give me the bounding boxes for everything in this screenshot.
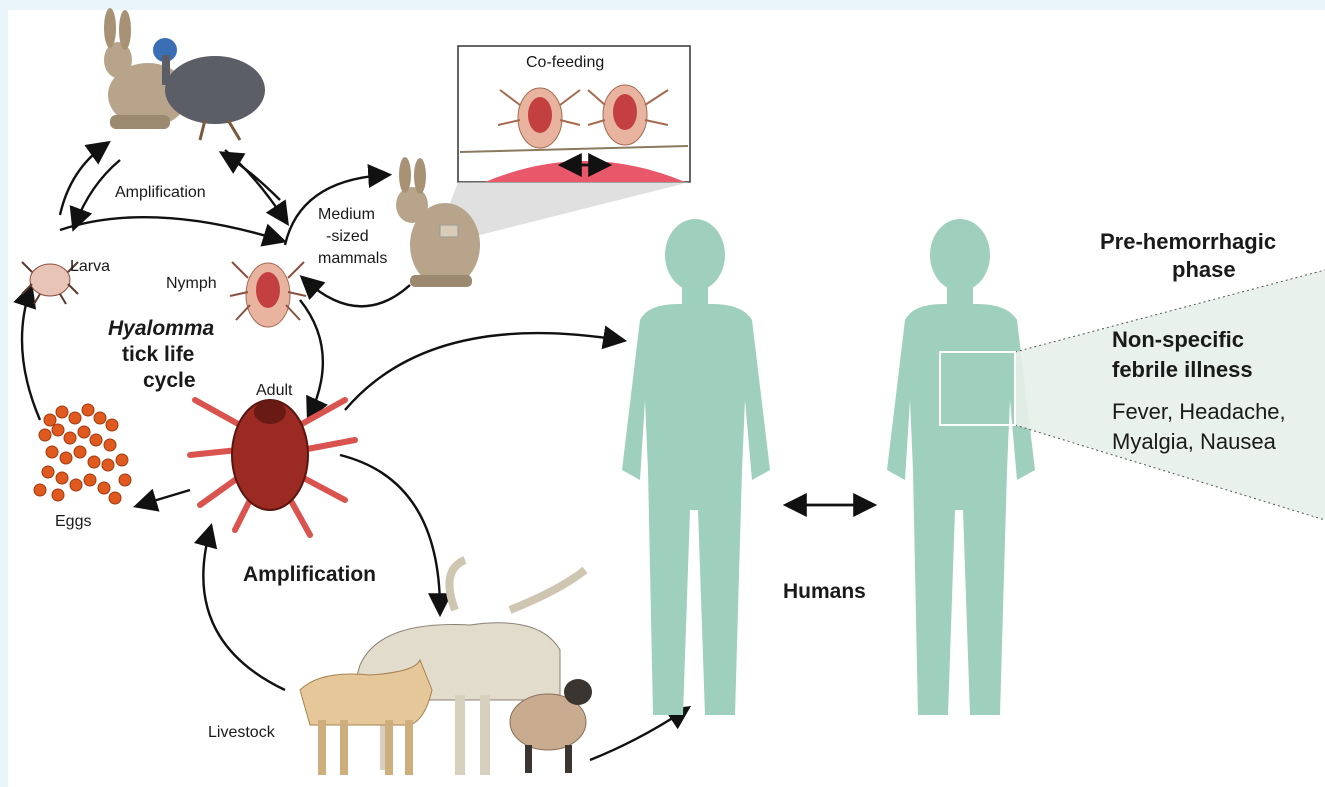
human-silhouette-icon [622,219,770,715]
amplification-label-small: Amplification [115,184,206,202]
human-silhouette-icon [887,219,1035,715]
adult-label: Adult [256,382,292,400]
illness-label-line2: febrile illness [1112,356,1253,384]
larva-label: Larva [70,258,110,276]
guineafowl-icon [153,38,265,140]
tick-adult-icon [190,400,355,535]
symptoms-label-line1: Fever, Headache, [1112,398,1286,426]
goat-icon [300,660,432,775]
cycle-label-line2: tick life [122,343,194,367]
hare-icon [104,8,188,129]
nymph-label: Nymph [166,275,217,293]
cofeeding-inset [440,46,690,240]
phase-label-line1: Pre-hemorrhagic [1100,228,1276,256]
amplification-label-big: Amplification [243,563,376,587]
eggs-icon [34,404,131,504]
medium-label-line1: Medium [318,206,375,224]
medium-label-line3: mammals [318,250,387,268]
tick-nymph-icon [230,262,306,327]
cycle-label-line1: Hyalomma [108,317,214,341]
medium-label-line2: -sized [326,228,369,246]
phase-label-line2: phase [1172,256,1236,284]
illness-label-line1: Non-specific [1112,326,1244,354]
humans-label: Humans [783,580,866,604]
eggs-label: Eggs [55,513,91,531]
livestock-label: Livestock [208,724,275,742]
cofeeding-label: Co-feeding [526,54,604,72]
cycle-label-line3: cycle [143,369,196,393]
symptoms-label-line2: Myalgia, Nausea [1112,428,1276,456]
